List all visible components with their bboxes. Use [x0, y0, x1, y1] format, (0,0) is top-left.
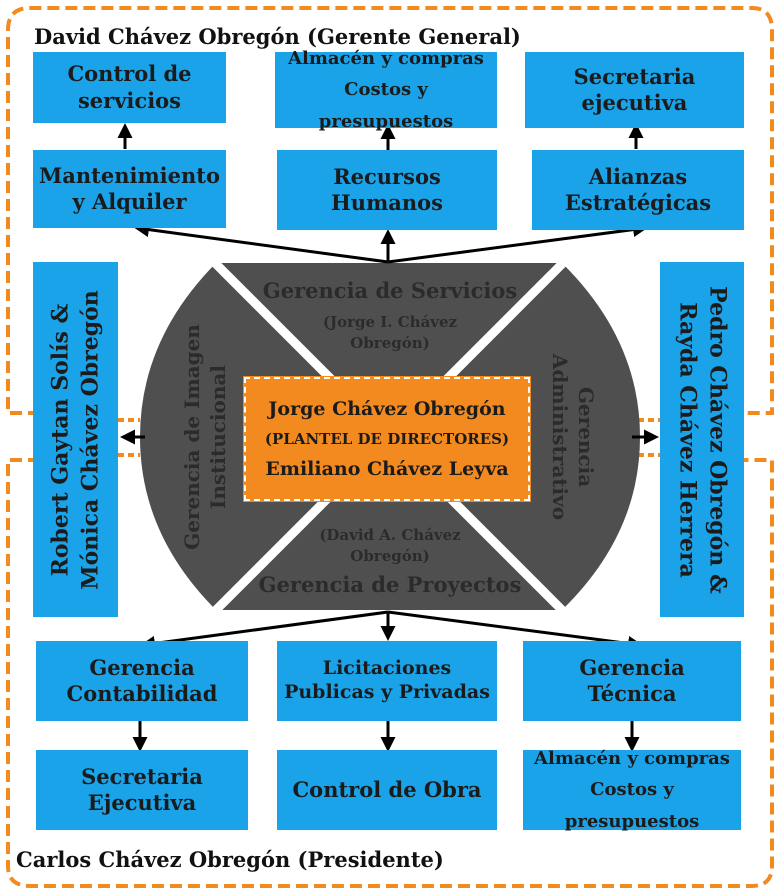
bottom-dashed-frame [6, 458, 774, 888]
box-line: Gerencia [89, 654, 195, 680]
gerencia-line: Gerencia de Imagen [180, 324, 204, 550]
box-left-side: Robert Gaytan Solís & Mónica Chávez Obre… [33, 262, 118, 617]
gerencia-proyectos-title: Gerencia de Proyectos [258, 572, 522, 597]
box-line: Rayda Chávez Herrera [675, 301, 701, 578]
gerencia-line: Gerencia [574, 386, 598, 488]
center-name-2: Emiliano Chávez Leyva [265, 458, 509, 480]
center-board: (PLANTEL DE DIRECTORES) [264, 430, 510, 448]
box-line: Control de [67, 61, 192, 87]
gerencia-imagen: Gerencia de Imagen Institucional [179, 324, 231, 550]
box-control-obra: Control de Obra [277, 750, 497, 830]
box-line: Ejecutiva [87, 790, 197, 815]
box-line: Control de Obra [292, 776, 482, 802]
box-line: Técnica [587, 681, 677, 706]
box-line: Publicas y Privadas [284, 681, 490, 703]
box-line: Contabilidad [66, 681, 218, 706]
box-line: Mónica Chávez Obregón [76, 289, 103, 590]
box-line: Almacén y compras [534, 747, 730, 769]
box-line: servicios [77, 87, 182, 113]
box-line: Costos y presupuestos [564, 779, 700, 832]
box-line: Costos y presupuestos [318, 79, 454, 132]
box-right-side: Pedro Chávez Obregón & Rayda Chávez Herr… [660, 262, 744, 617]
arrow-to-tecnica [387, 610, 643, 651]
box-line: Almacén y compras [288, 47, 484, 69]
top-dashed-frame [6, 6, 774, 415]
gerencia-line: Administrativo [548, 353, 572, 521]
arrow-to-mantenimiento [134, 222, 389, 264]
gerencia-proyectos-person: (David A. Chávez Obregón) [280, 525, 500, 567]
box-line: Secretaria [81, 763, 203, 789]
box-line: Recursos [333, 163, 441, 189]
person-line: (David A. Chávez [319, 526, 461, 544]
plantel-directores-box: Jorge Chávez Obregón (PLANTEL DE DIRECTO… [243, 376, 531, 502]
arrow-to-contabilidad [140, 610, 389, 651]
box-line: ejecutiva [581, 90, 688, 115]
box-line: Gerencia [579, 654, 685, 680]
person-line: Obregón) [350, 334, 430, 352]
box-line: Robert Gaytan Solís & [46, 303, 73, 576]
gerencia-administrativo: Gerencia Administrativo [547, 354, 599, 520]
center-name-1: Jorge Chávez Obregón [268, 398, 506, 420]
box-line: y Alquiler [72, 189, 187, 214]
box-line: Mantenimiento [39, 162, 220, 188]
person-line: (Jorge I. Chávez [322, 313, 458, 331]
box-line: Licitaciones [322, 657, 452, 680]
box-line: Secretaria [573, 63, 696, 89]
box-line: Humanos [330, 190, 444, 215]
gerencia-servicios-title: Gerencia de Servicios [262, 278, 518, 303]
box-line: Alianzas [588, 163, 688, 189]
top-title: David Chávez Obregón (Gerente General) [30, 24, 525, 49]
box-line: Pedro Chávez Obregón & [704, 285, 731, 594]
bottom-title: Carlos Chávez Obregón (Presidente) [12, 847, 448, 872]
person-line: Obregón) [350, 547, 430, 565]
gerencia-servicios-person: (Jorge I. Chávez Obregón) [280, 312, 500, 354]
arrow-to-alianzas [387, 222, 648, 264]
gerencia-line: Institucional [206, 365, 230, 509]
box-line: Estratégicas [564, 190, 712, 215]
